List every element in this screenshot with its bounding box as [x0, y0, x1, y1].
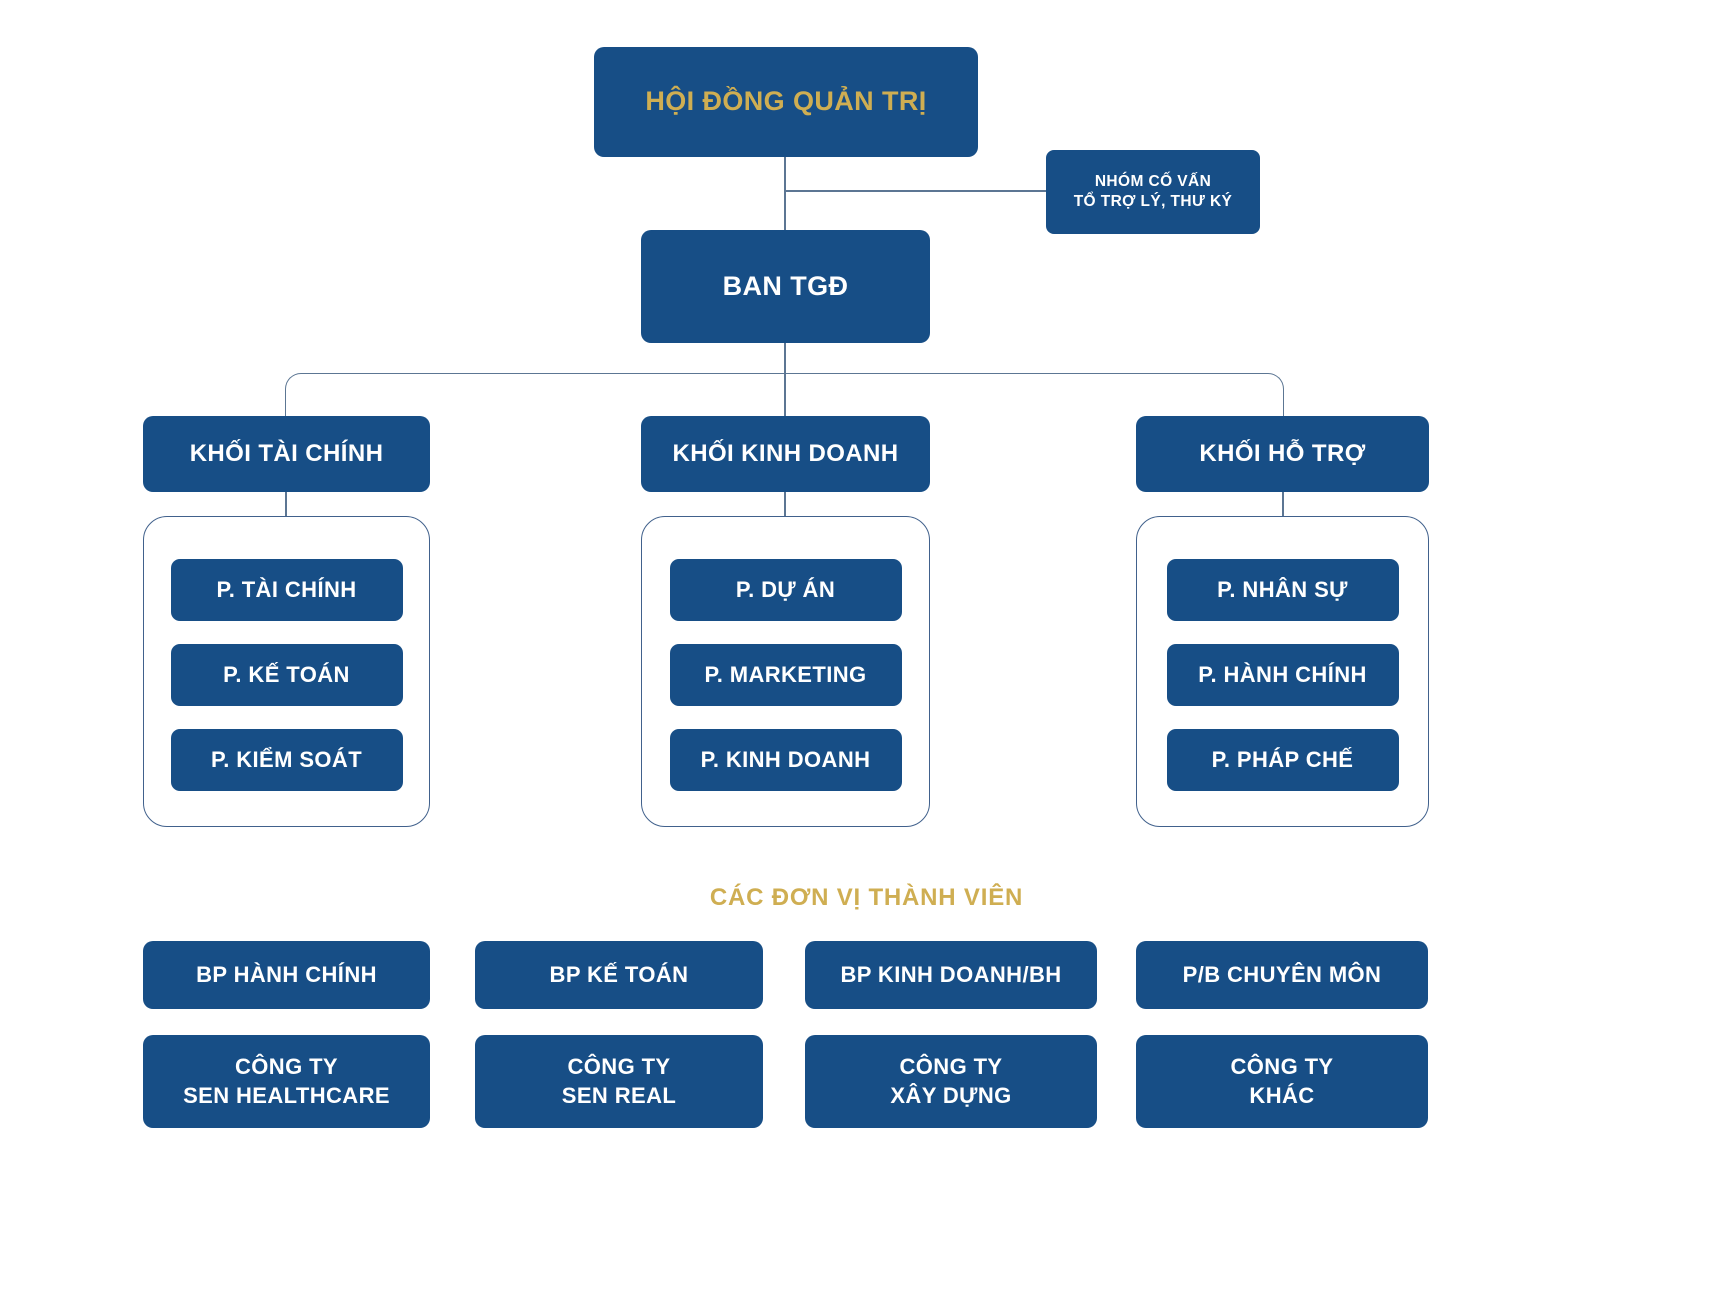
department-box: P. PHÁP CHẾ	[1166, 729, 1399, 791]
department-box: P. TÀI CHÍNH	[170, 559, 403, 621]
company-box: CÔNG TY SEN REAL	[475, 1035, 763, 1128]
company-label-line1: CÔNG TY	[899, 1053, 1003, 1079]
connector-division-stub-3	[1282, 492, 1284, 516]
company-box: CÔNG TY XÂY DỰNG	[805, 1035, 1097, 1128]
department-label: P. HÀNH CHÍNH	[1198, 662, 1367, 687]
ceo-board-label: BAN TGĐ	[722, 270, 849, 301]
member-unit-label: BP KẾ TOÁN	[549, 961, 689, 987]
connector-center-drop	[784, 373, 786, 416]
division-business-box: KHỐI KINH DOANH	[641, 416, 930, 492]
connector-division-stub-2	[784, 492, 786, 516]
connector-to-advisory	[785, 190, 1046, 192]
company-box: CÔNG TY KHÁC	[1136, 1035, 1428, 1128]
division-finance-box: KHỐI TÀI CHÍNH	[143, 416, 430, 492]
member-units-title: CÁC ĐƠN VỊ THÀNH VIÊN	[709, 884, 1024, 911]
ceo-board-box: BAN TGĐ	[641, 230, 930, 343]
department-box: P. DỰ ÁN	[669, 559, 902, 621]
connector-division-stub-1	[285, 492, 287, 516]
department-box: P. HÀNH CHÍNH	[1166, 644, 1399, 706]
department-label: P. NHÂN SỰ	[1217, 577, 1348, 602]
advisory-group-line2: TỔ TRỢ LÝ, THƯ KÝ	[1073, 193, 1233, 210]
company-label-line1: CÔNG TY	[567, 1053, 671, 1079]
company-label-line2: SEN REAL	[561, 1082, 677, 1108]
member-unit-label: BP KINH DOANH/BH	[840, 961, 1062, 987]
company-label-line1: CÔNG TY	[1230, 1053, 1334, 1079]
company-label-line1: CÔNG TY	[234, 1053, 339, 1079]
company-label-line2: XÂY DỰNG	[890, 1082, 1012, 1108]
department-box: P. KẾ TOÁN	[170, 644, 403, 706]
department-label: P. KINH DOANH	[700, 747, 871, 772]
advisory-group-line1: NHÓM CỐ VẤN	[1094, 172, 1212, 190]
member-unit-box: BP HÀNH CHÍNH	[143, 941, 430, 1009]
department-box: P. KINH DOANH	[669, 729, 902, 791]
member-unit-label: BP HÀNH CHÍNH	[196, 961, 377, 987]
division-support-box: KHỐI HỖ TRỢ	[1136, 416, 1429, 492]
department-box: P. NHÂN SỰ	[1166, 559, 1399, 621]
department-label: P. MARKETING	[704, 662, 867, 687]
company-label-line2: SEN HEALTHCARE	[183, 1082, 390, 1108]
department-box: P. KIỂM SOÁT	[170, 729, 403, 791]
member-unit-label: P/B CHUYÊN MÔN	[1182, 961, 1382, 987]
department-box: P. MARKETING	[669, 644, 902, 706]
department-label: P. KẾ TOÁN	[223, 662, 350, 687]
board-of-directors-box: HỘI ĐỒNG QUẢN TRỊ	[594, 47, 978, 157]
member-unit-box: BP KẾ TOÁN	[475, 941, 763, 1009]
advisory-group-box: NHÓM CỐ VẤN TỔ TRỢ LÝ, THƯ KÝ	[1046, 150, 1260, 234]
company-box: CÔNG TY SEN HEALTHCARE	[143, 1035, 430, 1128]
division-business-departments: P. DỰ ÁN P. MARKETING P. KINH DOANH	[641, 516, 930, 827]
member-unit-box: P/B CHUYÊN MÔN	[1136, 941, 1428, 1009]
connector-ceo-down	[784, 343, 786, 374]
member-unit-box: BP KINH DOANH/BH	[805, 941, 1097, 1009]
board-of-directors-label: HỘI ĐỒNG QUẢN TRỊ	[645, 86, 927, 117]
connector-board-to-ceo	[784, 157, 786, 230]
division-finance-label: KHỐI TÀI CHÍNH	[189, 440, 384, 468]
division-support-departments: P. NHÂN SỰ P. HÀNH CHÍNH P. PHÁP CHẾ	[1136, 516, 1429, 827]
department-label: P. KIỂM SOÁT	[210, 747, 363, 772]
division-support-label: KHỐI HỖ TRỢ	[1199, 440, 1366, 468]
division-business-label: KHỐI KINH DOANH	[672, 440, 899, 468]
department-label: P. PHÁP CHẾ	[1211, 747, 1354, 772]
division-finance-departments: P. TÀI CHÍNH P. KẾ TOÁN P. KIỂM SOÁT	[143, 516, 430, 827]
department-label: P. TÀI CHÍNH	[216, 577, 357, 602]
company-label-line2: KHÁC	[1249, 1082, 1315, 1108]
department-label: P. DỰ ÁN	[735, 577, 836, 602]
